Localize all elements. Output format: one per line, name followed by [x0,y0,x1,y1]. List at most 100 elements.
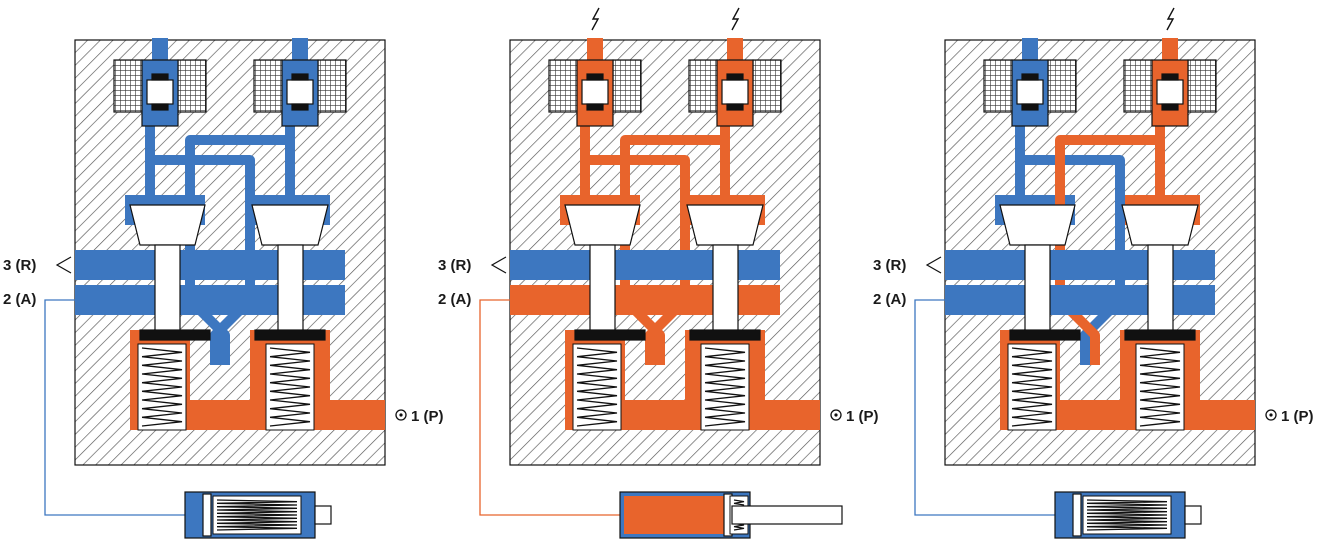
valve-3-left-rod [1024,244,1051,336]
valve-1-left-seat [139,329,211,341]
valve-2-cylinder-rod [731,505,843,525]
valve-3-cylinder-spring [1086,499,1168,531]
valve-3-left-solenoid-coil-left [983,59,1013,113]
valve-1-right-spring [269,347,311,427]
valve-3-label-exhaust: 3 (R) [873,257,906,274]
valve-3-right-solenoid-armature [1156,79,1184,105]
valve-2-open-triangle-arrow-icon [490,256,507,274]
valve-2-exhaust-channel [510,250,780,280]
valve-3-label-supply: 1 (P) [1281,408,1314,425]
valve-1-right-solenoid-armature-seal-bottom [291,103,309,111]
valve-1-right-solenoid-coil-right [317,59,347,113]
valve-1-work-line [44,299,185,516]
valve-1-right-solenoid-coil-left [253,59,283,113]
valve-1-label-exhaust: 3 (R) [3,257,36,274]
valve-3-right-seat [1124,329,1196,341]
valve-2-right-solenoid-armature-seal-bottom [726,103,744,111]
valve-2-cylinder-chamber [624,496,724,534]
valve-2-left-rod [589,244,616,336]
valve-3-right-solenoid-coil-left [1123,59,1153,113]
valve-2-right-seat [689,329,761,341]
valve-2-left-solenoid-pilot-tube [587,38,603,62]
valve-1-left-piston [129,204,206,246]
valve-2-label-exhaust: 3 (R) [438,257,471,274]
valve-3-right-spring [1139,347,1181,427]
valve-3-right-solenoid-armature-seal-bottom [1161,103,1179,111]
valve-1-cylinder-piston [202,493,212,537]
valve-1-cylinder-rod [314,505,332,525]
valve-3-pressure-source-dot [1269,413,1273,417]
valve-1-pressure-source-dot [399,413,403,417]
valve-1-left-solenoid-coil-right [177,59,207,113]
valve-2-pressure-source-dot [834,413,838,417]
valve-3-label-work: 2 (A) [873,291,906,308]
valve-1-work-channel [75,285,345,315]
valve-2-left-solenoid-coil-left [548,59,578,113]
valve-2-right-rod [712,244,739,336]
valve-2-left-solenoid-armature-seal-bottom [586,103,604,111]
valve-2-left-piston [564,204,641,246]
valve-1-right-rod [277,244,304,336]
valve-2-left-spring [576,347,618,427]
valve-3-open-triangle-arrow-icon [925,256,942,274]
valve-2-right-lightning-bolt-icon [731,7,740,31]
valve-2-right-solenoid-pilot-tube [727,38,743,62]
valve-3-left-solenoid-pilot-tube [1022,38,1038,62]
valve-2-work-line [479,299,620,516]
valve-3-left-solenoid-armature [1016,79,1044,105]
valve-2-label-work: 2 (A) [438,291,471,308]
valve-state-rest: 3 (R) 2 (A) 1 (P) [3,38,444,539]
valve-2-left-solenoid-coil-right [612,59,642,113]
valve-1-right-solenoid-pilot-tube [292,38,308,62]
valve-1-label-work: 2 (A) [3,291,36,308]
valve-1-left-spring [141,347,183,427]
valve-3-right-rod [1147,244,1174,336]
valve-1-cylinder-spring [216,499,298,531]
valve-2-left-solenoid-armature-seal-top [586,73,604,81]
valve-1-left-solenoid-coil-left [113,59,143,113]
valve-1-right-solenoid-armature-seal-top [291,73,309,81]
valve-1-left-solenoid-armature-seal-top [151,73,169,81]
valve-1-right-piston [251,204,329,246]
valve-3-work-channel [945,285,1215,315]
valve-2-right-solenoid-coil-left [688,59,718,113]
valve-2-left-solenoid-armature [581,79,609,105]
valve-3-right-solenoid-armature-seal-top [1161,73,1179,81]
valve-1-exhaust-channel [75,250,345,280]
valve-1-label-supply: 1 (P) [411,408,444,425]
valve-2-left-seat [574,329,646,341]
valve-3-right-lightning-bolt-icon [1166,7,1175,31]
valve-2-right-solenoid-armature [721,79,749,105]
valve-3-left-solenoid-coil-right [1047,59,1077,113]
valve-2-right-spring [704,347,746,427]
valve-3-left-piston [999,204,1076,246]
valve-3-left-spring [1011,347,1053,427]
valve-2-work-channel [510,285,780,315]
valve-3-work-line [914,299,1055,516]
valve-3-right-pilot-riser [1155,120,1165,200]
valve-3-left-seat [1009,329,1081,341]
valve-3-right-piston [1121,204,1199,246]
valve-1-open-triangle-arrow-icon [55,256,72,274]
valve-3-right-solenoid-coil-right [1187,59,1217,113]
valve-1-right-pilot-riser [285,120,295,200]
valve-2-right-piston [686,204,764,246]
valve-1-left-solenoid-armature-seal-bottom [151,103,169,111]
valve-state-both-energized: 3 (R) 2 (A) 1 (P) [438,7,879,539]
valve-state-right-energized: 3 (R) 2 (A) 1 (P) [873,7,1314,539]
valve-2-right-pilot-riser [720,120,730,200]
valve-2-label-supply: 1 (P) [846,408,879,425]
valve-1-left-solenoid-pilot-tube [152,38,168,62]
valve-3-exhaust-channel [945,250,1215,280]
valve-3-cylinder-piston [1072,493,1082,537]
valve-2-left-lightning-bolt-icon [591,7,600,31]
valve-3-cylinder-rod [1184,505,1202,525]
valve-2-right-solenoid-armature-seal-top [726,73,744,81]
valve-3-left-solenoid-armature-seal-top [1021,73,1039,81]
valve-1-right-solenoid-armature [286,79,314,105]
valve-2-right-solenoid-coil-right [752,59,782,113]
valve-1-left-solenoid-armature [146,79,174,105]
valve-3-left-solenoid-armature-seal-bottom [1021,103,1039,111]
valve-3-right-solenoid-pilot-tube [1162,38,1178,62]
